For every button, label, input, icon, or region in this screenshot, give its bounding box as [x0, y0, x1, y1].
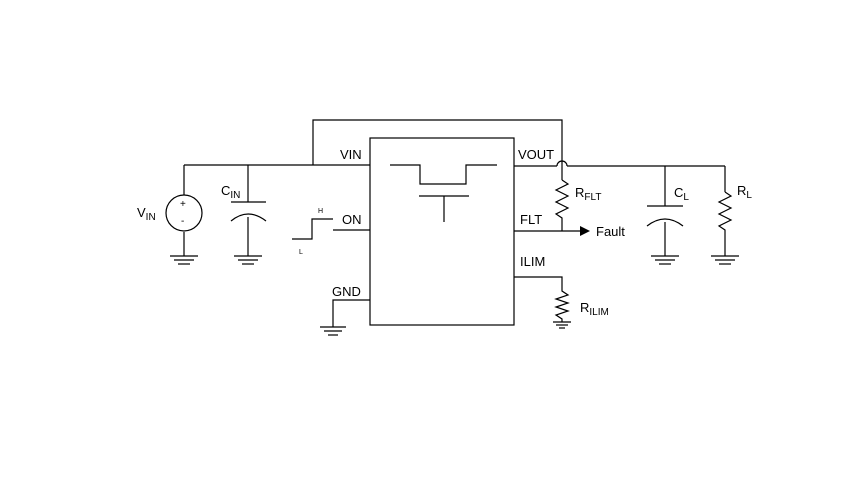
gnd-wiring — [320, 299, 370, 336]
cl-label: CL — [674, 185, 689, 203]
vin-source-label: VIN — [137, 205, 156, 223]
rflt-resistor — [554, 179, 570, 231]
vin-source-minus: - — [181, 216, 184, 227]
pin-on-label: ON — [342, 212, 362, 227]
cin-capacitor — [230, 201, 267, 222]
ground-cin — [234, 255, 262, 265]
input-wiring — [183, 119, 563, 256]
cin-label: CIN — [221, 183, 240, 201]
on-low-label: L — [299, 249, 303, 256]
rilim-label: RILIM — [580, 300, 609, 318]
fet-symbol — [390, 164, 497, 222]
on-step-signal — [292, 218, 370, 240]
rl-label: RL — [737, 183, 752, 201]
rilim-resistor — [514, 276, 571, 329]
fault-output — [514, 226, 590, 236]
pin-flt-label: FLT — [520, 212, 542, 227]
fault-label: Fault — [596, 224, 625, 239]
output-wiring — [514, 160, 726, 256]
on-high-label: H — [318, 208, 323, 215]
vin-source-plus: + — [180, 199, 186, 210]
pin-ilim-label: ILIM — [520, 254, 545, 269]
ground-vin — [170, 255, 198, 265]
ic-body — [369, 137, 515, 326]
cl-capacitor — [646, 205, 684, 265]
pin-gnd-label: GND — [332, 284, 361, 299]
rl-resistor — [711, 191, 739, 265]
pin-vin-label: VIN — [340, 147, 362, 162]
vin-source: + - — [165, 194, 203, 232]
rflt-label: RFLT — [575, 185, 601, 203]
fault-arrow-icon — [580, 226, 590, 236]
pin-vout-label: VOUT — [518, 147, 554, 162]
